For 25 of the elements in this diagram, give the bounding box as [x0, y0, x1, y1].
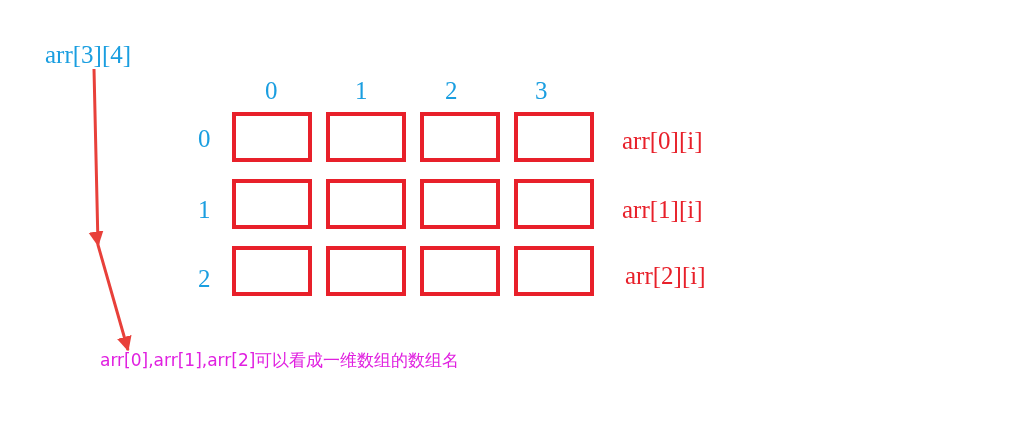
row-label: arr[1][i]	[622, 197, 703, 222]
row-label: arr[2][i]	[625, 263, 706, 288]
index-number: 0	[265, 78, 278, 103]
array-cell	[232, 112, 312, 162]
array-cell	[514, 179, 594, 229]
arrow	[88, 68, 132, 351]
array-declaration: arr[3][4]	[45, 42, 132, 67]
index-number: 1	[355, 78, 368, 103]
index-number: 3	[535, 78, 548, 103]
row-label: arr[0][i]	[622, 128, 703, 153]
index-number: 2	[198, 266, 211, 291]
array-cell	[420, 246, 500, 296]
array-cell	[326, 179, 406, 229]
array-cell	[514, 112, 594, 162]
index-number: 2	[445, 78, 458, 103]
array-cell	[420, 179, 500, 229]
array-cell	[420, 112, 500, 162]
array-cell	[232, 246, 312, 296]
array-cell	[326, 112, 406, 162]
array-cell	[514, 246, 594, 296]
array-cell	[326, 246, 406, 296]
index-number: 1	[198, 197, 211, 222]
array-cell	[232, 179, 312, 229]
index-number: 0	[198, 126, 211, 151]
note-text: arr[0],arr[1],arr[2]可以看成一维数组的数组名	[100, 352, 460, 369]
